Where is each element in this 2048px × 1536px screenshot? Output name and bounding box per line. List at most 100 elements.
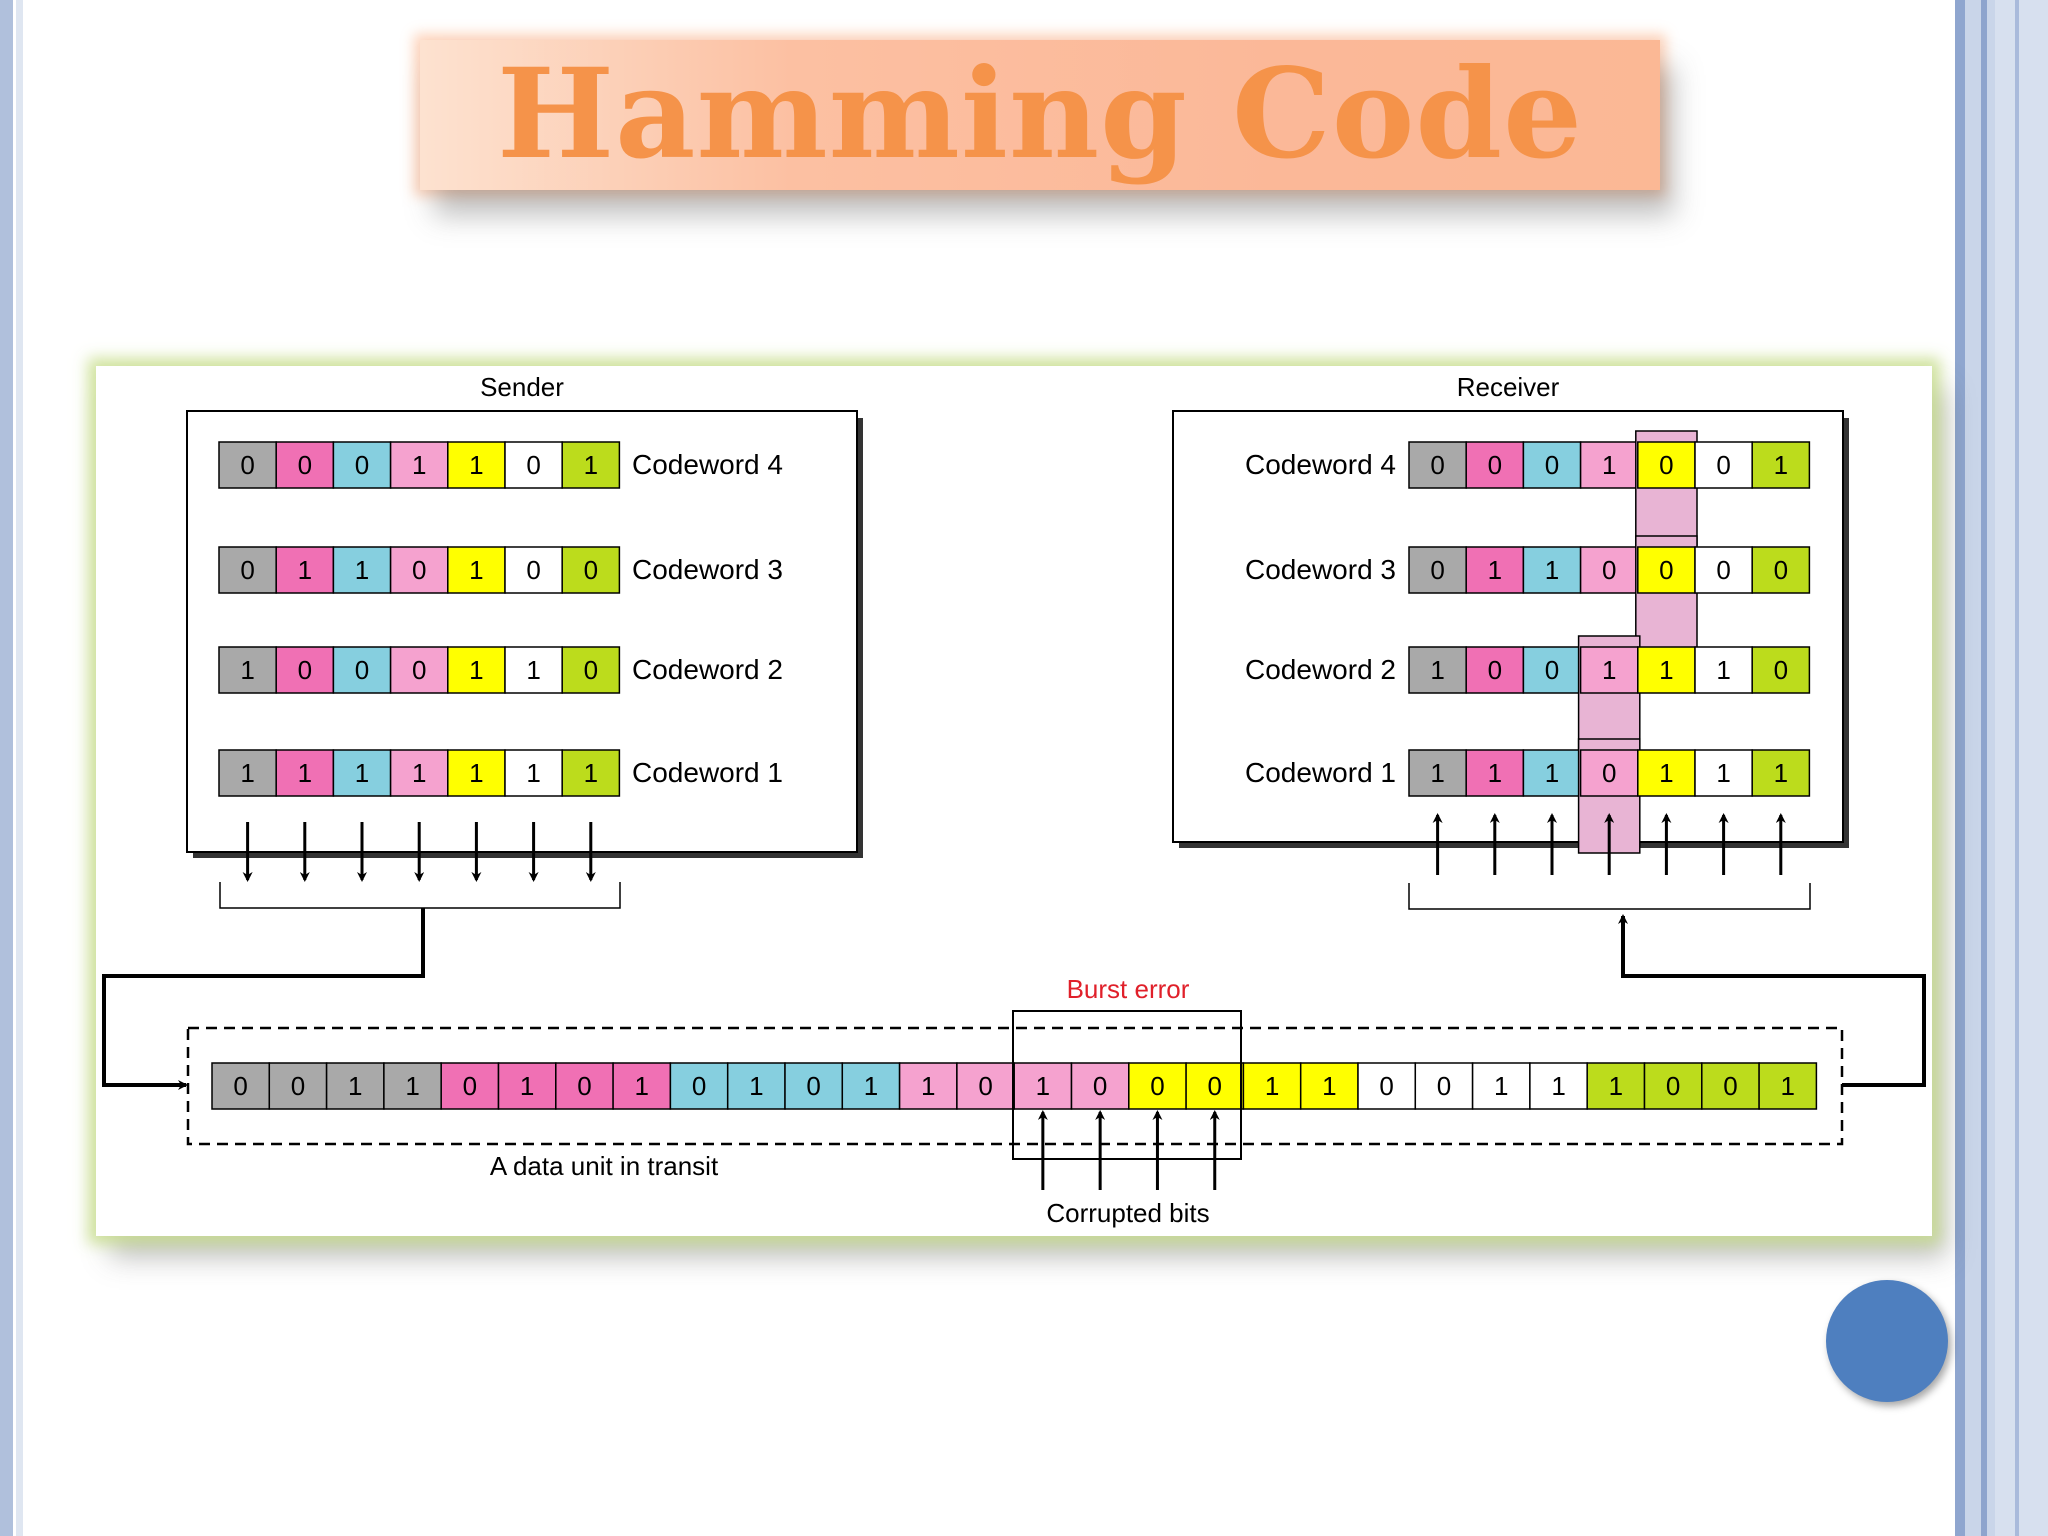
bit-box (1465, 749, 1525, 797)
bit-cell: 1 (1408, 646, 1467, 694)
bit-box (1465, 646, 1525, 694)
bit-box (1751, 646, 1811, 694)
bit-cell: 1 (1408, 749, 1467, 797)
bit-box (1579, 546, 1639, 594)
bit-cell: 1 (1465, 546, 1525, 594)
bit-value: 1 (469, 555, 483, 585)
bit-value: 0 (584, 555, 598, 585)
bit-cell: 1 (447, 441, 506, 489)
transit-bit-cell: 1 (1529, 1062, 1588, 1110)
bit-cell: 0 (275, 646, 335, 694)
bit-cell: 0 (561, 646, 621, 694)
transit-bit-cell: 0 (1185, 1062, 1245, 1110)
bit-value: 1 (1430, 655, 1444, 685)
transit-bit-cell: 1 (841, 1062, 901, 1110)
bit-value: 0 (233, 1071, 247, 1101)
transit-bit-cell: 1 (383, 1062, 442, 1110)
bit-value: 0 (1774, 555, 1788, 585)
bit-value: 0 (1716, 555, 1730, 585)
bit-cell: 0 (1522, 646, 1582, 694)
bit-value: 0 (1666, 1071, 1680, 1101)
bit-value: 0 (1150, 1071, 1164, 1101)
bit-value: 0 (806, 1071, 820, 1101)
bit-box (1408, 646, 1467, 694)
bit-box (218, 749, 277, 797)
codeword-label: Codeword 3 (632, 554, 783, 585)
bit-value: 1 (864, 1071, 878, 1101)
bit-box (447, 646, 506, 694)
sender-to-transit-line (102, 908, 425, 1090)
bit-box (898, 1062, 958, 1110)
bit-box (561, 546, 621, 594)
bit-value: 1 (1322, 1071, 1336, 1101)
bit-box (211, 1062, 271, 1110)
bit-value: 1 (584, 450, 598, 480)
codeword-label: Codeword 3 (1245, 554, 1396, 585)
codeword-label: Codeword 2 (1245, 654, 1396, 685)
bit-box (1637, 749, 1696, 797)
transit-bit-cell: 0 (1701, 1062, 1760, 1110)
bit-cell: 0 (389, 646, 449, 694)
bit-box (1299, 1062, 1359, 1110)
bit-cell: 1 (561, 441, 621, 489)
bit-box (325, 1062, 385, 1110)
bit-box (1414, 1062, 1474, 1110)
receiver-label: Receiver (1457, 372, 1560, 402)
bit-value: 0 (412, 655, 426, 685)
bit-box (1758, 1062, 1818, 1110)
bit-box (1751, 441, 1811, 489)
bit-box (218, 546, 277, 594)
bit-box (389, 546, 449, 594)
slide-title: Hamming Code (496, 42, 1584, 187)
bit-cell: 1 (1465, 749, 1525, 797)
bit-box (504, 749, 563, 797)
bit-value: 1 (1716, 758, 1730, 788)
transit-bit-cell: 0 (1414, 1062, 1474, 1110)
bit-value: 0 (1430, 555, 1444, 585)
bit-value: 1 (240, 758, 254, 788)
bit-value: 0 (1545, 655, 1559, 685)
bit-box (389, 646, 449, 694)
bit-cell: 0 (1579, 546, 1639, 594)
bit-value: 1 (298, 555, 312, 585)
bit-box (1694, 441, 1753, 489)
slide-right-border (1955, 0, 2048, 1536)
circle-nav-icon[interactable] (1826, 1280, 1948, 1402)
bit-value: 0 (1774, 655, 1788, 685)
bit-value: 0 (463, 1071, 477, 1101)
bit-box (1522, 749, 1582, 797)
bit-box (332, 646, 392, 694)
bit-value: 1 (1545, 555, 1559, 585)
bit-cell: 1 (447, 646, 506, 694)
transit-bit-cell: 1 (1758, 1062, 1818, 1110)
bit-value: 1 (1781, 1071, 1795, 1101)
bit-cell: 0 (332, 646, 392, 694)
bit-box (1694, 646, 1753, 694)
bit-box (1242, 1062, 1302, 1110)
bit-box (1529, 1062, 1588, 1110)
bit-value: 0 (1430, 450, 1444, 480)
bit-cell: 0 (504, 546, 563, 594)
bit-box (1465, 546, 1525, 594)
bit-box (1701, 1062, 1760, 1110)
bit-value: 0 (412, 555, 426, 585)
bit-value: 1 (526, 758, 540, 788)
bit-value: 0 (1716, 450, 1730, 480)
bit-value: 1 (469, 655, 483, 685)
transit-bit-cell: 0 (268, 1062, 328, 1110)
bit-cell: 0 (218, 546, 277, 594)
transit-bit-cell: 0 (956, 1062, 1015, 1110)
bit-cell: 0 (332, 441, 392, 489)
bit-cell: 1 (561, 749, 621, 797)
bit-value: 1 (1659, 758, 1673, 788)
bit-box (504, 646, 563, 694)
bit-value: 0 (1659, 450, 1673, 480)
bit-value: 1 (1036, 1071, 1050, 1101)
bit-value: 1 (635, 1071, 649, 1101)
sender-arrows (242, 822, 596, 882)
